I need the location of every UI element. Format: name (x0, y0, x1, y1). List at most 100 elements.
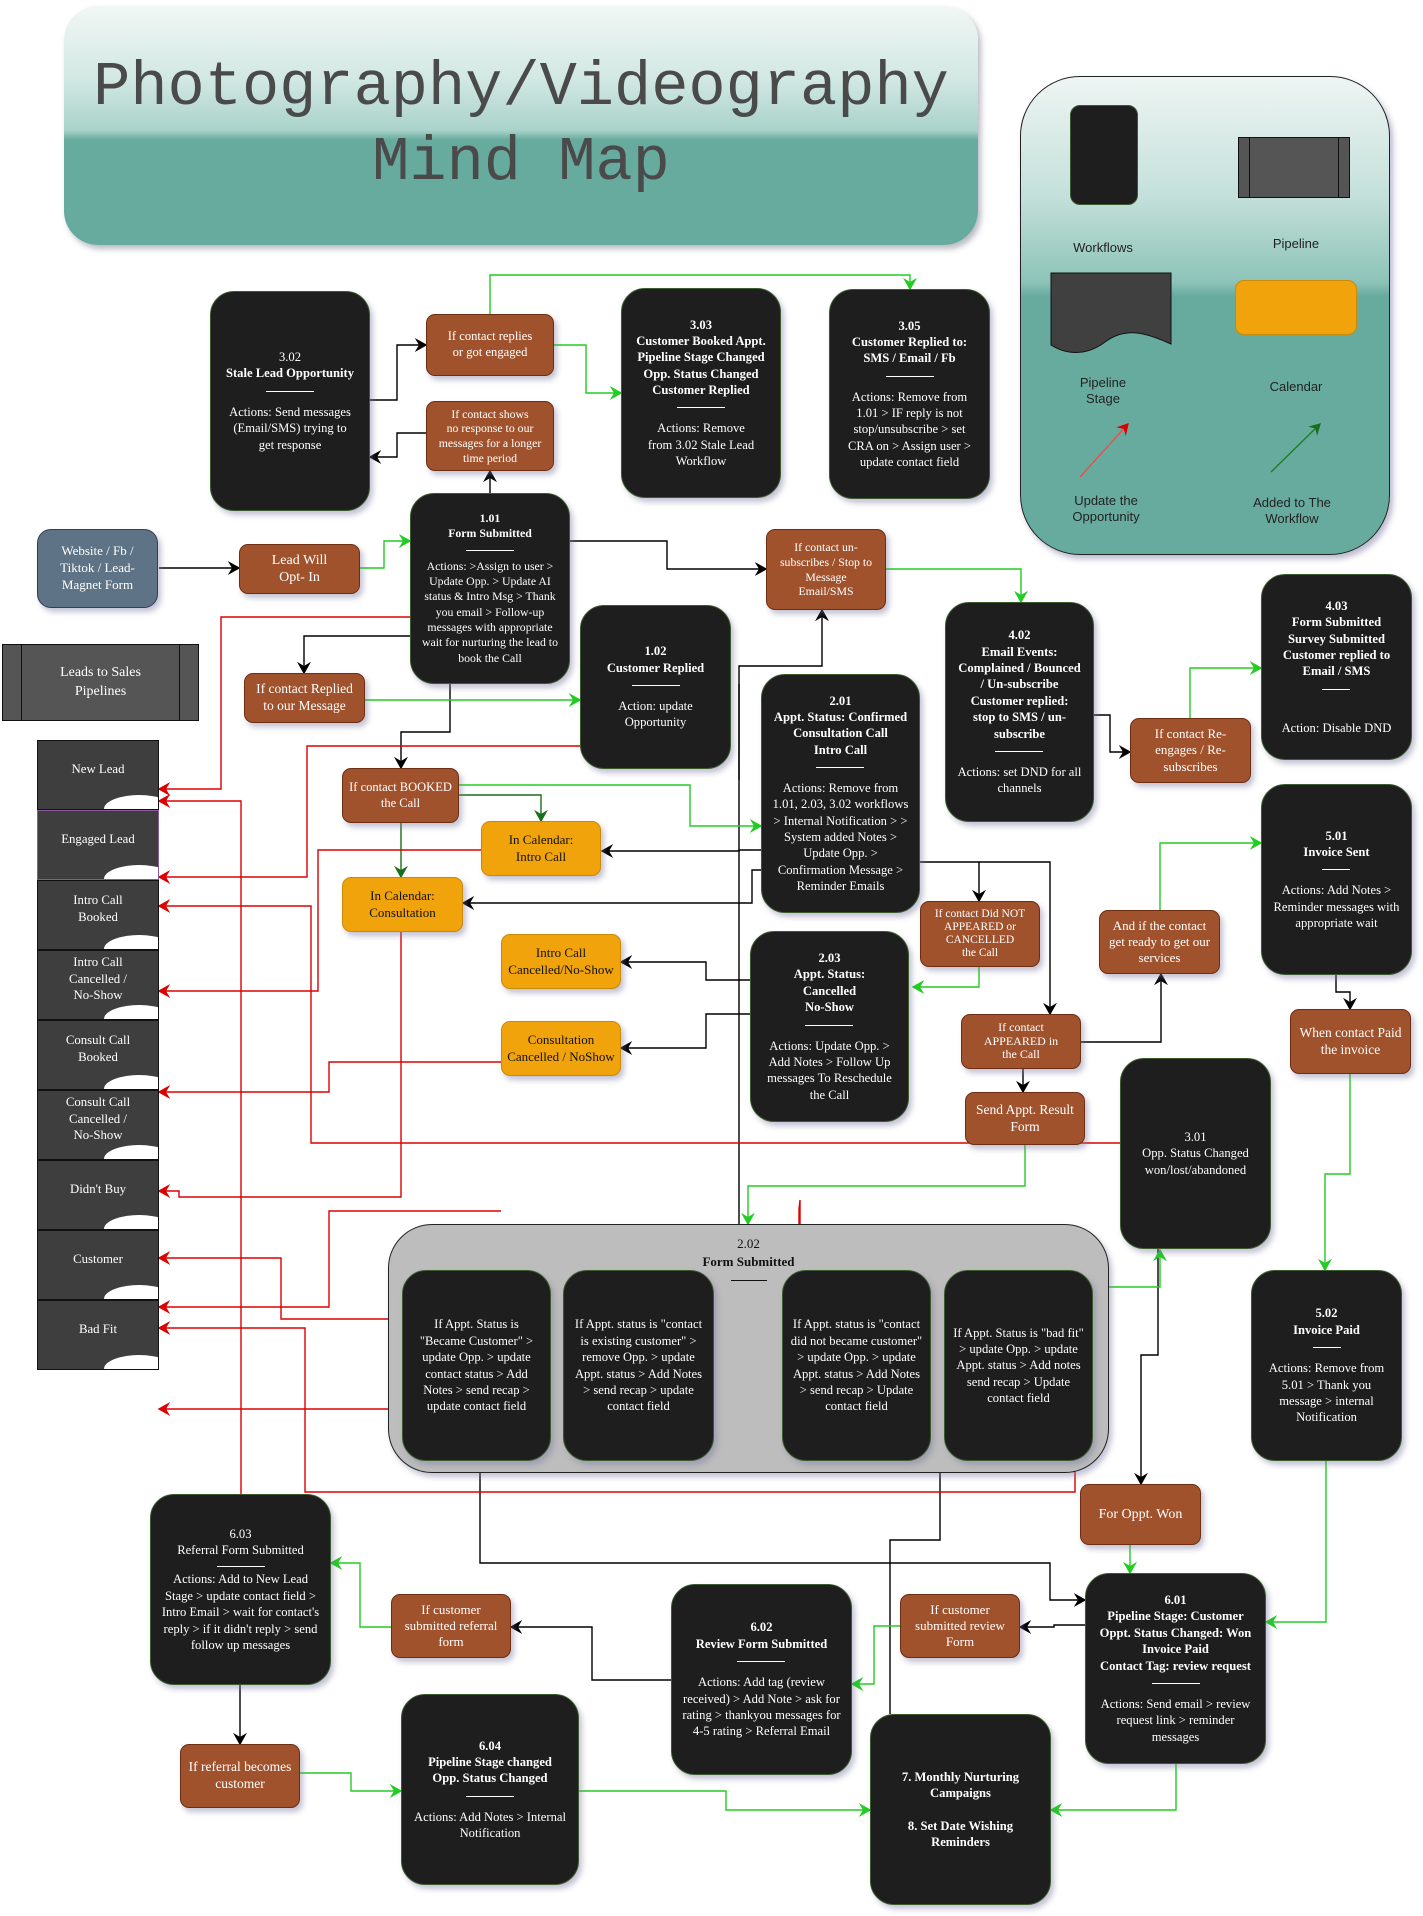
workflow-title: Referral Form Submitted (177, 1543, 304, 1558)
condition-referral-customer[interactable]: If referral becomes customer (180, 1744, 300, 1808)
calendar-intro-call[interactable]: In Calendar: Intro Call (481, 821, 601, 876)
condition-paid[interactable]: When contact Paid the invoice (1290, 1009, 1411, 1074)
case-bad-fit[interactable]: If Appt. Status is "bad fit" > update Op… (944, 1270, 1093, 1461)
case-did-not-become-customer[interactable]: If Appt. status is "contact did not beca… (782, 1270, 931, 1461)
stage-consult-call-cancelled[interactable]: Consult Call Cancelled / No-Show (37, 1090, 159, 1160)
workflow-actions: Actions: Add to New Lead Stage > update … (161, 1572, 320, 1652)
workflow-actions: Actions: Send messages (Email/SMS) tryin… (229, 404, 351, 452)
stage-didnt-buy[interactable]: Didn't Buy (37, 1160, 159, 1230)
workflow-actions: Actions: Add tag (review received) > Add… (682, 1675, 841, 1739)
calendar-consult-cancelled[interactable]: Consultation Cancelled / NoShow (501, 1021, 621, 1076)
connector (360, 534, 412, 569)
condition-referral-form[interactable]: If customer submitted referral form (391, 1594, 511, 1658)
calendar-consultation[interactable]: In Calendar: Consultation (342, 877, 463, 932)
condition-replies[interactable]: If contact replies or got engaged (426, 314, 554, 376)
arrow-added-icon (1270, 423, 1321, 473)
workflow-title: Pipeline Stage: Customer Oppt. Status Ch… (1099, 1609, 1252, 1673)
workflow-number: 5.01 (1325, 828, 1348, 843)
workflow-actions: Actions: set DND for all channels (957, 764, 1082, 796)
workflow-title: Email Events: Complained / Bounced / Un-… (958, 644, 1081, 741)
workflow-number: 6.01 (1164, 1593, 1187, 1608)
condition-replied-message[interactable]: If contact Replied to our Message (244, 673, 365, 723)
condition-unsubscribes[interactable]: If contact un- subscribes / Stop to Mess… (766, 529, 886, 610)
connector (1335, 975, 1357, 1011)
connector (850, 1625, 900, 1691)
connector (1264, 1461, 1327, 1629)
workflow-title: 8. Set Date Wishing Reminders (907, 1818, 1014, 1849)
connector (329, 1556, 391, 1628)
connector (913, 861, 986, 903)
legend-arrows (1079, 423, 1321, 478)
diagram-title: Photography/Videography Mind Map (64, 6, 978, 245)
condition-booked[interactable]: If contact BOOKED the Call (342, 768, 459, 823)
connector (911, 967, 980, 994)
connector (459, 794, 548, 823)
connector (579, 1790, 872, 1817)
connector (157, 899, 1120, 1144)
calendar-intro-cancelled[interactable]: Intro Call Cancelled/No-Show (501, 934, 621, 989)
connector (461, 869, 761, 910)
workflow-actions: Action: Disable DND (1281, 720, 1392, 735)
condition-no-response[interactable]: If contact shows no response to our mess… (426, 401, 554, 471)
lead-source[interactable]: Website / Fb / Tiktok / Lead- Magnet For… (37, 529, 158, 608)
connector (157, 932, 402, 1198)
workflow-number: 6.03 (229, 1526, 252, 1541)
connector (368, 432, 426, 464)
condition-opt-in[interactable]: Lead Will Opt- In (239, 544, 360, 594)
workflow-number: 3.03 (689, 317, 713, 332)
case-became-customer[interactable]: If Appt. Status is "Became Customer" > u… (402, 1270, 551, 1461)
workflow-actions: Actions: Add Notes > Internal Notificati… (414, 1809, 566, 1841)
group-title: Form Submitted (702, 1253, 795, 1269)
stage-bad-fit[interactable]: Bad Fit (37, 1300, 159, 1370)
connector (886, 568, 1028, 604)
workflow-actions: Actions: Remove from 5.01 > Thank you me… (1268, 1361, 1385, 1425)
workflow-number: 2.01 (829, 693, 852, 708)
workflow-title: Form Submitted (448, 526, 532, 541)
connector (157, 745, 580, 884)
legend-workflow-shape (1070, 105, 1138, 205)
condition-appeared[interactable]: If contact APPEARED in the Call (961, 1014, 1081, 1069)
stage-consult-call-booked[interactable]: Consult Call Booked (37, 1020, 159, 1090)
send-appt-result-form[interactable]: Send Appt. Result Form (965, 1092, 1085, 1145)
connector (741, 1145, 1026, 1226)
legend-added-label: Added to The Workflow (1253, 495, 1331, 527)
workflow-number: 3.02 (278, 350, 302, 365)
workflow-actions: Actions: >Assign to user > Update Opp. >… (422, 558, 558, 665)
connector (1109, 1248, 1167, 1288)
condition-ready[interactable]: And if the contact get ready to get our … (1099, 910, 1220, 974)
stage-new-lead[interactable]: New Lead (37, 740, 159, 810)
condition-oppt-won[interactable]: For Oppt. Won (1080, 1484, 1201, 1545)
workflow-title: Review Form Submitted (695, 1636, 828, 1651)
pipeline-header[interactable]: Leads to Sales Pipelines (2, 644, 199, 721)
condition-not-appeared[interactable]: If contact Did NOT APPEARED or CANCELLED… (920, 901, 1040, 967)
case-existing-customer[interactable]: If Appt. status is "contact is existing … (563, 1270, 714, 1461)
connector (370, 338, 428, 401)
condition-reengages[interactable]: If contact Re- engages / Re- subscribes (1130, 718, 1251, 783)
stage-customer[interactable]: Customer (37, 1230, 159, 1300)
connector (157, 1321, 1076, 1493)
connector (157, 1061, 501, 1099)
stage-engaged-lead[interactable]: Engaged Lead (37, 810, 159, 880)
workflow-number: 4.02 (1008, 628, 1031, 643)
condition-review-form[interactable]: If customer submitted review Form (900, 1594, 1020, 1658)
stage-intro-call-cancelled[interactable]: Intro Call Cancelled / No-Show (37, 950, 159, 1020)
stage-intro-call-booked[interactable]: Intro Call Booked (37, 880, 159, 950)
connector (394, 684, 451, 770)
